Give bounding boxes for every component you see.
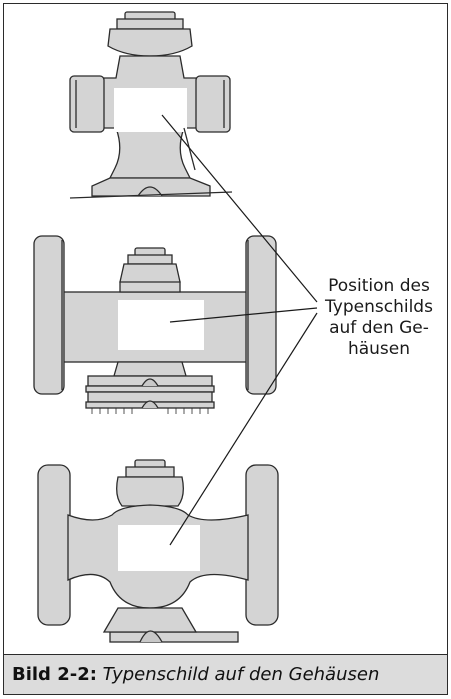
figure-caption: Bild 2-2: Typenschild auf den Gehäusen — [12, 664, 379, 685]
nameplate-3 — [118, 525, 200, 571]
caption-text: Typenschild auf den Gehäusen — [102, 664, 380, 685]
valve-3-globe — [37, 459, 279, 643]
callout-line-2: Typenschilds — [325, 297, 433, 317]
callout-line-1: Position des — [328, 276, 430, 296]
caption-number: Bild 2-2: — [12, 664, 97, 685]
caption-bar: Bild 2-2: Typenschild auf den Gehäusen — [3, 654, 448, 695]
valve-1-threaded — [69, 11, 233, 199]
leader-lines — [161, 114, 318, 546]
nameplate-2 — [118, 300, 204, 350]
callout-line-3: auf den Ge- — [329, 318, 429, 338]
callout-line-4: häusen — [347, 339, 411, 359]
nameplate-1 — [114, 88, 187, 132]
valve-2-flanged — [33, 235, 277, 414]
nameplate-callout: Position des Typenschilds auf den Ge- hä… — [314, 276, 444, 360]
